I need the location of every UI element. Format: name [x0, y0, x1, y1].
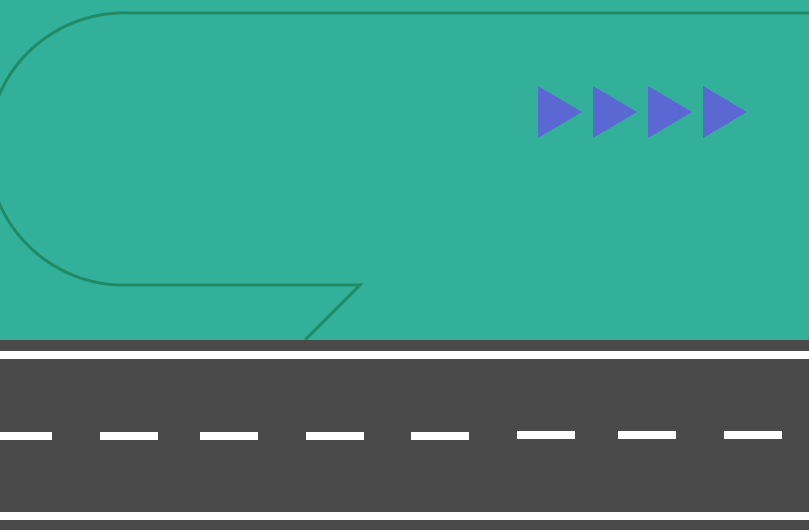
- direction-arrow-icon-4: [703, 86, 747, 138]
- center-dash-6: [517, 431, 575, 439]
- road-top-edge-line: [0, 351, 809, 359]
- direction-arrow-icon-2: [593, 86, 637, 138]
- center-dash-8: [724, 431, 782, 439]
- center-dash-5: [411, 432, 469, 440]
- road: [0, 340, 809, 530]
- center-dash-3: [200, 432, 258, 440]
- direction-arrow-icon-1: [538, 86, 582, 138]
- center-dash-2: [100, 432, 158, 440]
- grass-background: [0, 0, 809, 340]
- center-dash-7: [618, 431, 676, 439]
- center-dash-1: [0, 432, 52, 440]
- grass-svg: [0, 0, 809, 340]
- grass-area: [0, 0, 809, 340]
- direction-arrow-icon-3: [648, 86, 692, 138]
- center-dash-4: [306, 432, 364, 440]
- road-bottom-edge-line: [0, 512, 809, 520]
